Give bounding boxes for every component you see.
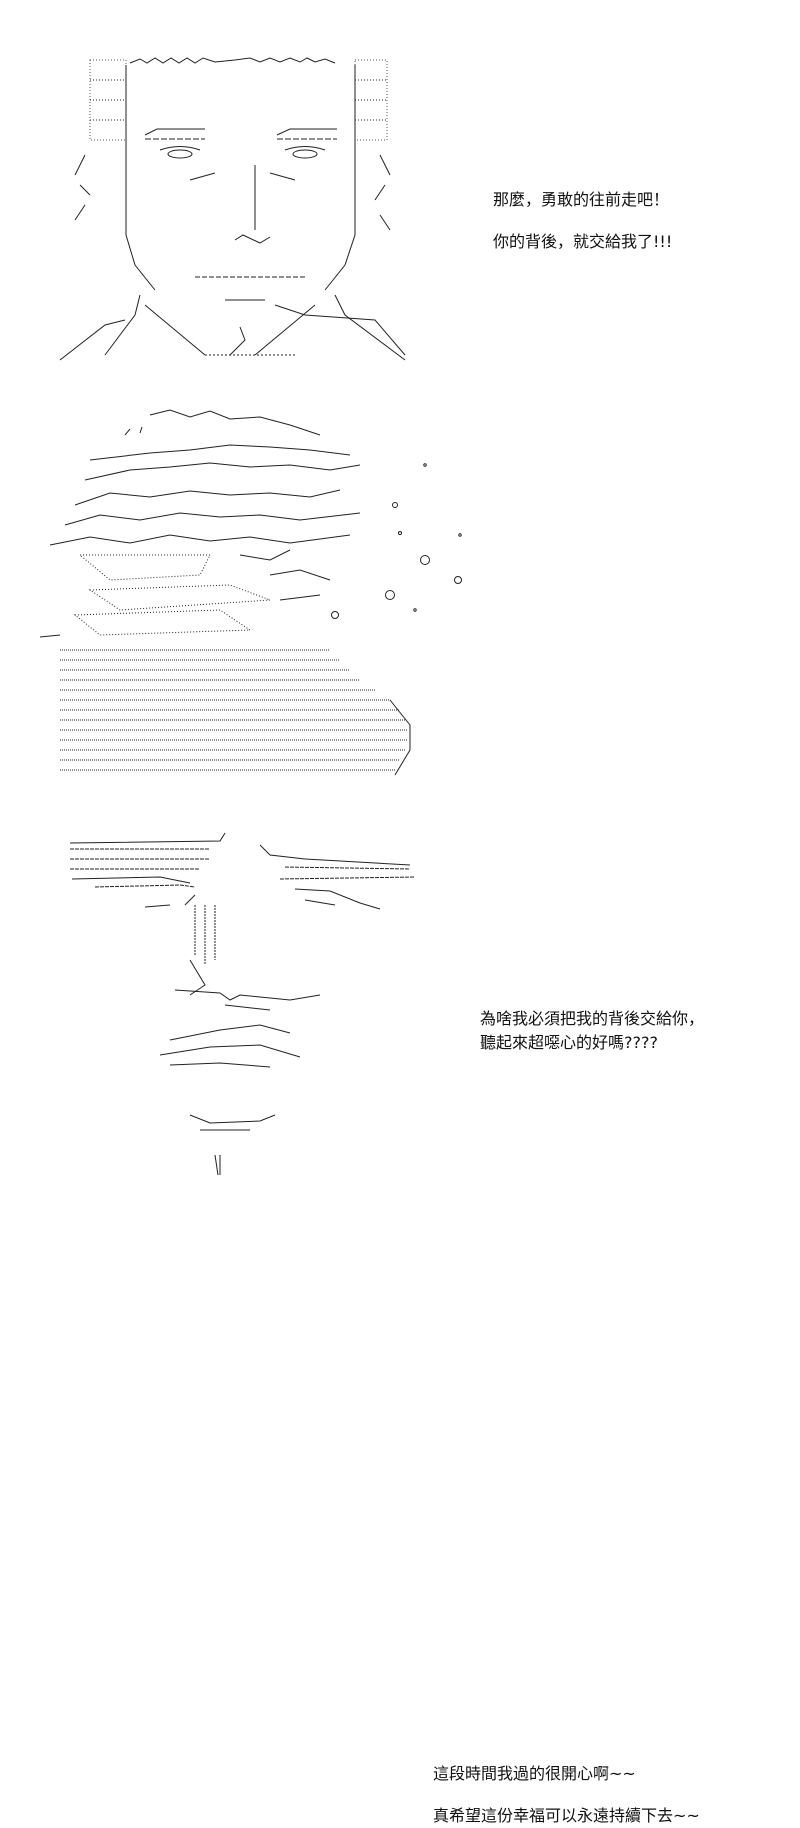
caption-3-line-2: 真希望這份幸福可以永遠持續下去~~ xyxy=(433,1806,700,1825)
caption-1-line-1: 那麼，勇敢的往前走吧！ xyxy=(493,190,670,209)
caption-2-line-2: 聽起來超噁心的好嗎???? xyxy=(480,1033,658,1052)
panel-2: 為啥我必須把我的背後交給你， 聽起來超噁心的好嗎???? xyxy=(0,395,800,1052)
ascii-art-face-closeup-sleeping xyxy=(60,825,420,1180)
caption-2-line-1: 為啥我必須把我的背後交給你， xyxy=(480,1009,705,1028)
ascii-art-man-smiling xyxy=(45,55,415,370)
ascii-art-man-shocked-sweating xyxy=(30,405,470,780)
caption-1: 那麼，勇敢的往前走吧！ 你的背後，就交給我了!!! xyxy=(493,188,672,254)
caption-3-line-1: 這段時間我過的很開心啊~~ xyxy=(433,1764,636,1783)
panel-3: 這段時間我過的很開心啊~~ 真希望這份幸福可以永遠持續下去~~ xyxy=(0,800,800,1825)
caption-2: 為啥我必須把我的背後交給你， 聽起來超噁心的好嗎???? xyxy=(480,1007,704,1055)
caption-1-line-2: 你的背後，就交給我了!!! xyxy=(493,232,673,251)
panel-1: 那麼，勇敢的往前走吧！ 你的背後，就交給我了!!! xyxy=(0,0,800,380)
caption-3: 這段時間我過的很開心啊~~ 真希望這份幸福可以永遠持續下去~~ xyxy=(433,1762,700,1828)
